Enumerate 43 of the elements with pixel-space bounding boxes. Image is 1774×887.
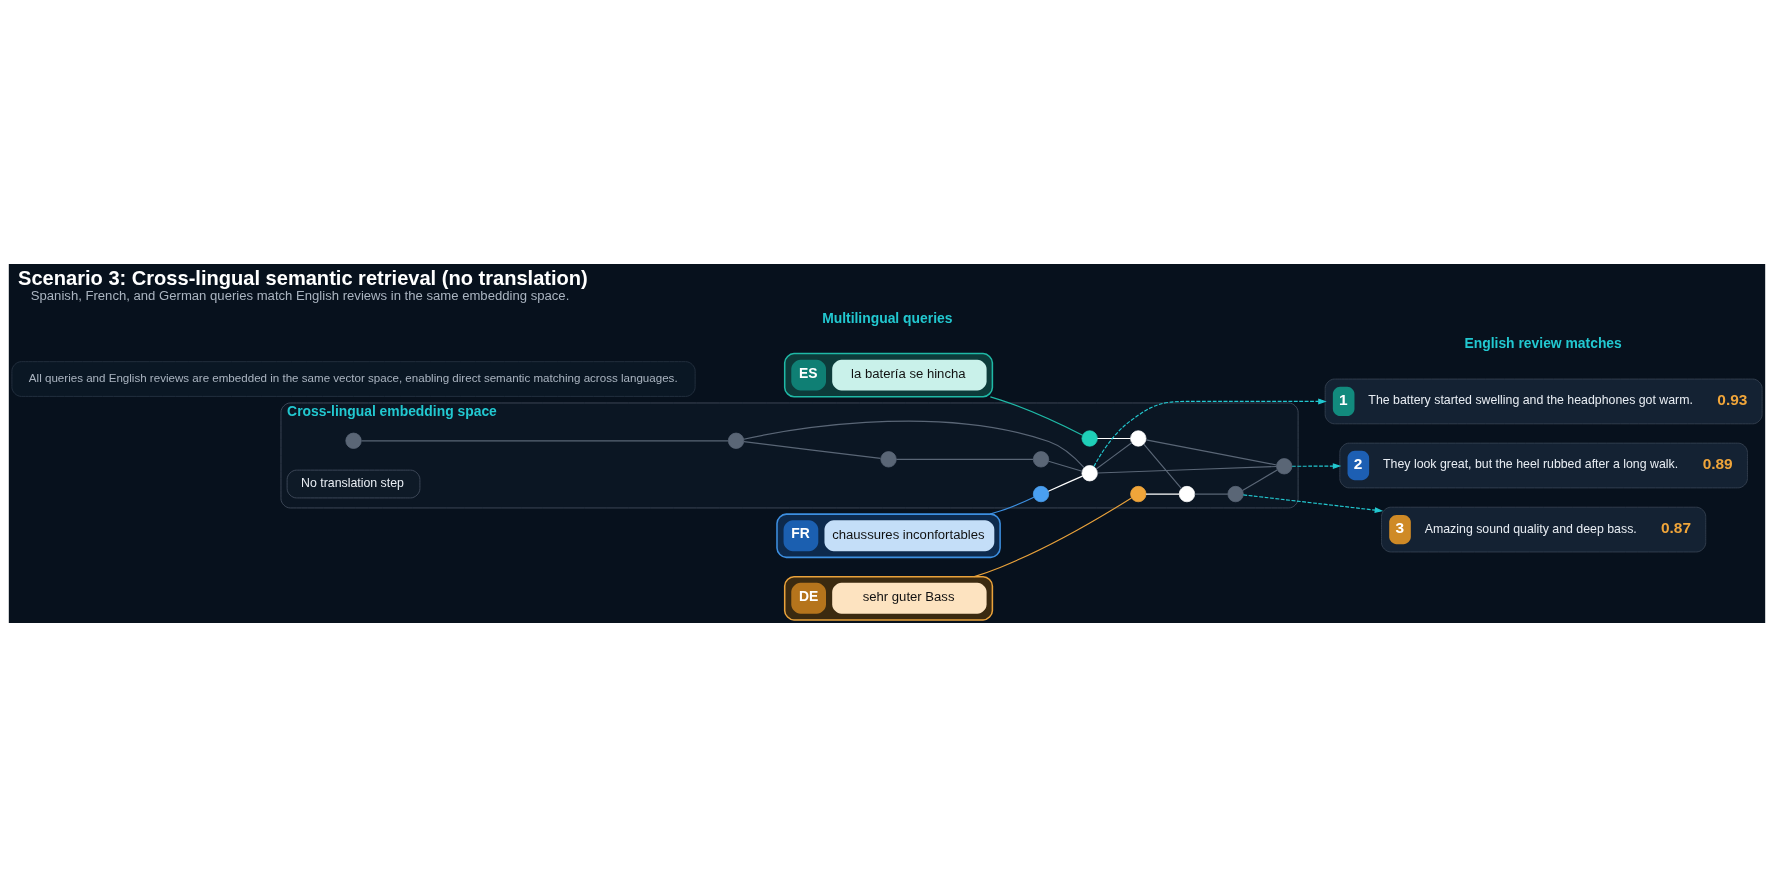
node-circle [727,432,745,449]
connector [1145,493,1180,495]
connector [1241,469,1278,491]
arrow [1093,398,1327,467]
connector [1047,475,1083,492]
connector [895,458,1034,460]
node-circle [1130,485,1147,503]
node-circle [345,432,362,449]
node-circle [1227,485,1244,503]
node-circle [880,451,897,468]
node-box: 1 The battery started swelling and the headphones got warm. 0.93 [1324,378,1763,425]
connector [1143,443,1183,490]
connector [973,497,1133,578]
node-circle [1032,485,1050,503]
node-circle [1032,451,1050,468]
connector [1096,465,1278,474]
node-circle [1276,458,1293,475]
node-box: No translation step [286,469,421,499]
diagram-title: Scenario 3: Cross-lingual semantic retrieval (no translation) [18,267,588,290]
connector [743,420,1085,469]
arrow [1242,494,1384,514]
node-circle [1081,430,1098,447]
connector [1095,442,1133,470]
label: Multilingual queries [822,309,953,326]
arrow [1291,463,1342,470]
connector [1096,437,1132,440]
connector [743,441,882,459]
node-circle [1178,485,1196,503]
label: English review matches [1464,335,1622,352]
node-box: 3 Amazing sound quality and deep bass. 0.87 [1381,506,1707,553]
connector [1194,493,1229,495]
connector [1145,439,1278,466]
node-circle [1081,465,1098,482]
connector [989,396,1084,436]
connector [361,440,729,442]
node-box: All queries and English reviews are embedded in the same vector space, enabling direct semantic matching across languages. [11,361,696,397]
connector [989,496,1035,515]
node-box: DE sehr guter Bass [783,575,994,621]
connector [1047,460,1083,472]
node-circle [1130,430,1147,447]
node-box: FR chaussures inconfortables [776,513,1001,559]
node-box: ES la batería se hincha [783,352,994,398]
node-box: 2 They look great, but the heel rubbed after a long walk. 0.89 [1339,442,1748,489]
